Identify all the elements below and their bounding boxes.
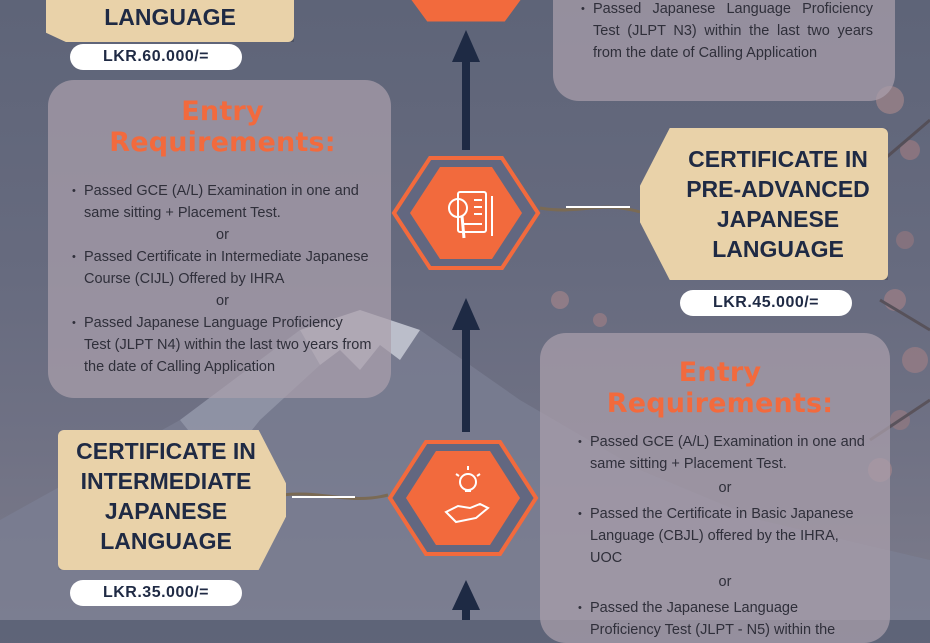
document-search-icon <box>448 191 493 239</box>
requirement-item: Passed the Certificate in Basic Japanese… <box>578 503 872 569</box>
tag-line: JAPANESE <box>716 206 840 232</box>
requirements-card-top-right: Passed Japanese Language Proficiency Tes… <box>553 0 895 101</box>
requirement-item: Passed Certificate in Intermediate Japan… <box>72 246 373 290</box>
arrow-up-icon <box>452 298 480 432</box>
requirement-item: Passed the Japanese Language Proficiency… <box>578 597 872 641</box>
requirement-item: Passed Japanese Language Proficiency Tes… <box>581 0 873 64</box>
price-intermediate: LKR.35.000/= <box>70 580 242 606</box>
tag-pre-advanced: CERTIFICATE IN PRE-ADVANCED JAPANESE LAN… <box>640 128 888 280</box>
or-separator: or <box>216 293 229 309</box>
tag-line: CERTIFICATE IN <box>76 438 256 464</box>
tag-line: LANGUAGE <box>712 236 844 262</box>
card-title: Entry Requirements: <box>109 96 336 158</box>
price-pre-advanced: LKR.45.000/= <box>680 290 852 316</box>
requirement-item: Passed Japanese Language Proficiency Tes… <box>72 312 373 378</box>
tag-line: INTERMEDIATE <box>80 468 252 494</box>
or-separator: or <box>216 227 229 243</box>
tag-intermediate: CERTIFICATE IN INTERMEDIATE JAPANESE LAN… <box>58 430 286 570</box>
hexagon-idea <box>387 440 539 556</box>
tag-line: CERTIFICATE IN <box>688 146 868 172</box>
tag-line: LANGUAGE <box>100 528 232 554</box>
price-top-previous: LKR.60.000/= <box>70 44 242 70</box>
tag-top-previous: LANGUAGE <box>46 0 294 42</box>
idea-hand-icon <box>444 466 490 524</box>
or-separator: or <box>718 480 732 496</box>
tag-line: JAPANESE <box>104 498 228 524</box>
or-separator: or <box>718 574 732 590</box>
arrow-up-icon <box>452 580 480 620</box>
requirement-item: Passed GCE (A/L) Examination in one and … <box>578 431 872 475</box>
tag-line: PRE-ADVANCED <box>686 176 870 202</box>
requirements-card-left: Entry Requirements: Passed GCE (A/L) Exa… <box>48 80 391 398</box>
card-title: Entry Requirements: <box>606 357 834 419</box>
requirement-item: Passed GCE (A/L) Examination in one and … <box>72 180 373 224</box>
arrow-up-icon <box>452 30 480 150</box>
progression-path <box>281 0 641 620</box>
requirements-card-right: Entry Requirements: Passed GCE (A/L) Exa… <box>540 333 890 643</box>
hexagon-top <box>411 0 521 22</box>
tag-line: LANGUAGE <box>104 4 236 30</box>
